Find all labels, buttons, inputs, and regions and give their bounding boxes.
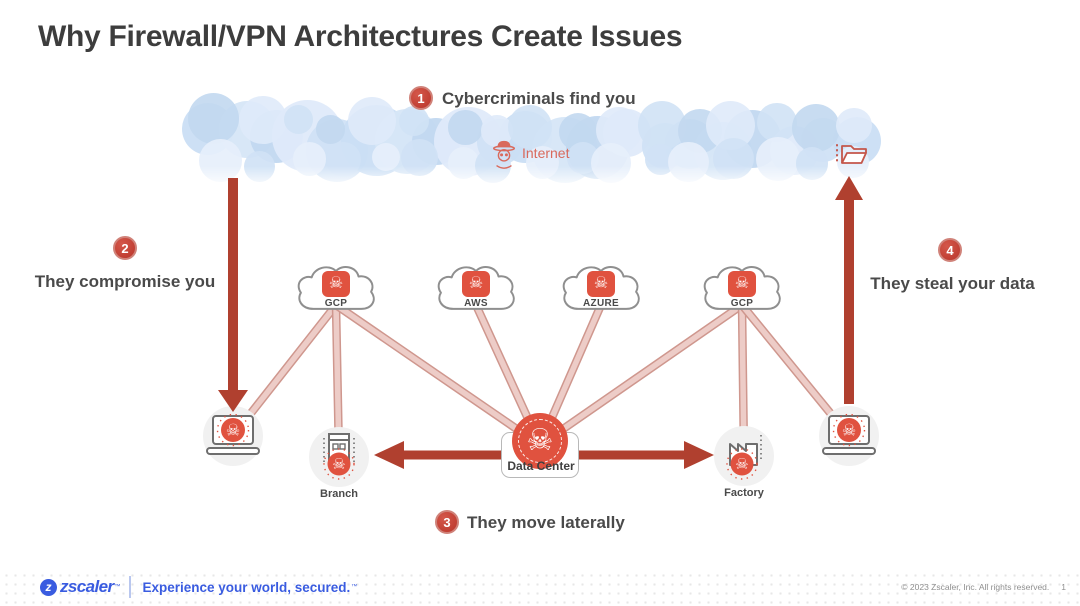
- stolen-data-folder-icon: [833, 138, 869, 177]
- hacker-spy-icon: [492, 140, 516, 169]
- step-3-label: They move laterally: [467, 513, 625, 532]
- node-laptop-right: ☠: [819, 406, 879, 466]
- footer-tagline: Experience your world, secured.: [142, 579, 351, 595]
- node-label: Factory: [724, 487, 764, 499]
- cloud-puff: [219, 101, 276, 159]
- laptop-icon: ☠: [822, 413, 876, 455]
- cloud-puff: [271, 100, 343, 172]
- step-3-badge: 3: [435, 510, 459, 534]
- step-2-badge: 2: [113, 236, 137, 260]
- branch-building-icon: ☠: [323, 433, 355, 480]
- cloud-puff: [181, 102, 234, 155]
- cloud-puff: [602, 108, 651, 157]
- step-1-badge: 1: [409, 86, 433, 110]
- tagline-trademark: ™: [351, 584, 358, 590]
- cloud-label: AZURE: [583, 298, 619, 309]
- cloud-azure: ☠ AZURE: [556, 262, 646, 322]
- logo-trademark: ™: [114, 584, 121, 590]
- node-datacenter: Data Center ☠: [501, 410, 579, 482]
- svg-text:☠: ☠: [735, 455, 748, 473]
- cloud-puff: [239, 96, 287, 144]
- cloud-puff: [664, 118, 715, 170]
- datacenter-label: Data Center: [507, 459, 575, 473]
- cloud-puff: [316, 115, 345, 144]
- cloud-puff: [677, 108, 723, 154]
- cloud-puff: [448, 110, 483, 145]
- footer-meta: © 2023 Zscaler, Inc. All rights reserved…: [901, 582, 1066, 592]
- cloud-puff: [641, 123, 688, 169]
- arrow-lateral-left-head: [374, 441, 404, 469]
- node-laptop-left: ☠: [203, 406, 263, 466]
- cloud-gcp-right: ☠ GCP: [697, 262, 787, 322]
- cloud-puff: [756, 102, 797, 143]
- cloud-aws: ☠ AWS: [431, 262, 521, 322]
- skull-malware-icon: ☠: [587, 271, 615, 297]
- node-label: Branch: [320, 488, 358, 500]
- skull-malware-icon: ☠: [728, 271, 756, 297]
- cloud-band-fade: [190, 166, 890, 196]
- zscaler-logo-icon: z: [40, 578, 57, 596]
- zscaler-logo-text: zscaler: [60, 577, 114, 596]
- internet-group: Internet: [490, 137, 569, 169]
- svg-text:☠: ☠: [842, 420, 856, 439]
- cloud-puff: [596, 107, 643, 154]
- skull-malware-icon: ☠: [322, 271, 350, 297]
- arrow-lateral-right-head: [684, 441, 714, 469]
- factory-icon: ☠: [726, 435, 762, 480]
- skull-malware-icon: ☠: [462, 271, 490, 297]
- svg-text:☠: ☠: [332, 455, 345, 473]
- footer: z zscaler ™ Experience your world, secur…: [0, 568, 1080, 606]
- step-4-badge: 4: [938, 238, 962, 262]
- cloud-puff: [347, 96, 396, 145]
- internet-label: Internet: [522, 145, 570, 161]
- cloud-label: GCP: [324, 298, 348, 309]
- step-4-label: They steal your data: [870, 274, 1035, 293]
- cloud-puff: [637, 101, 686, 150]
- cloud-gcp-left: ☠ GCP: [291, 262, 381, 322]
- cloud-puff: [723, 110, 781, 168]
- laptop-icon: ☠: [206, 413, 260, 455]
- svg-text:☠: ☠: [226, 420, 240, 439]
- step-2-label: They compromise you: [34, 272, 216, 291]
- cloud-puff: [412, 117, 460, 166]
- footer-brand: z zscaler ™ Experience your world, secur…: [40, 576, 357, 598]
- cloud-puff: [375, 109, 440, 174]
- cloud-puff: [399, 105, 430, 136]
- cloud-puff: [705, 100, 755, 150]
- footer-divider: [129, 576, 132, 598]
- cloud-label: GCP: [730, 298, 754, 309]
- node-branch: ☠ Branch: [309, 427, 369, 500]
- step-1-label: Cybercriminals find you: [442, 89, 636, 108]
- cloud-puff: [187, 93, 240, 145]
- node-factory: ☠ Factory: [714, 426, 774, 499]
- page-number: 1: [1061, 582, 1066, 592]
- copyright-text: © 2023 Zscaler, Inc. All rights reserved…: [901, 582, 1050, 592]
- cloud-puff: [284, 105, 314, 134]
- cloud-puff: [250, 110, 304, 164]
- cloud-label: AWS: [464, 298, 488, 309]
- page-title: Why Firewall/VPN Architectures Create Is…: [38, 20, 683, 53]
